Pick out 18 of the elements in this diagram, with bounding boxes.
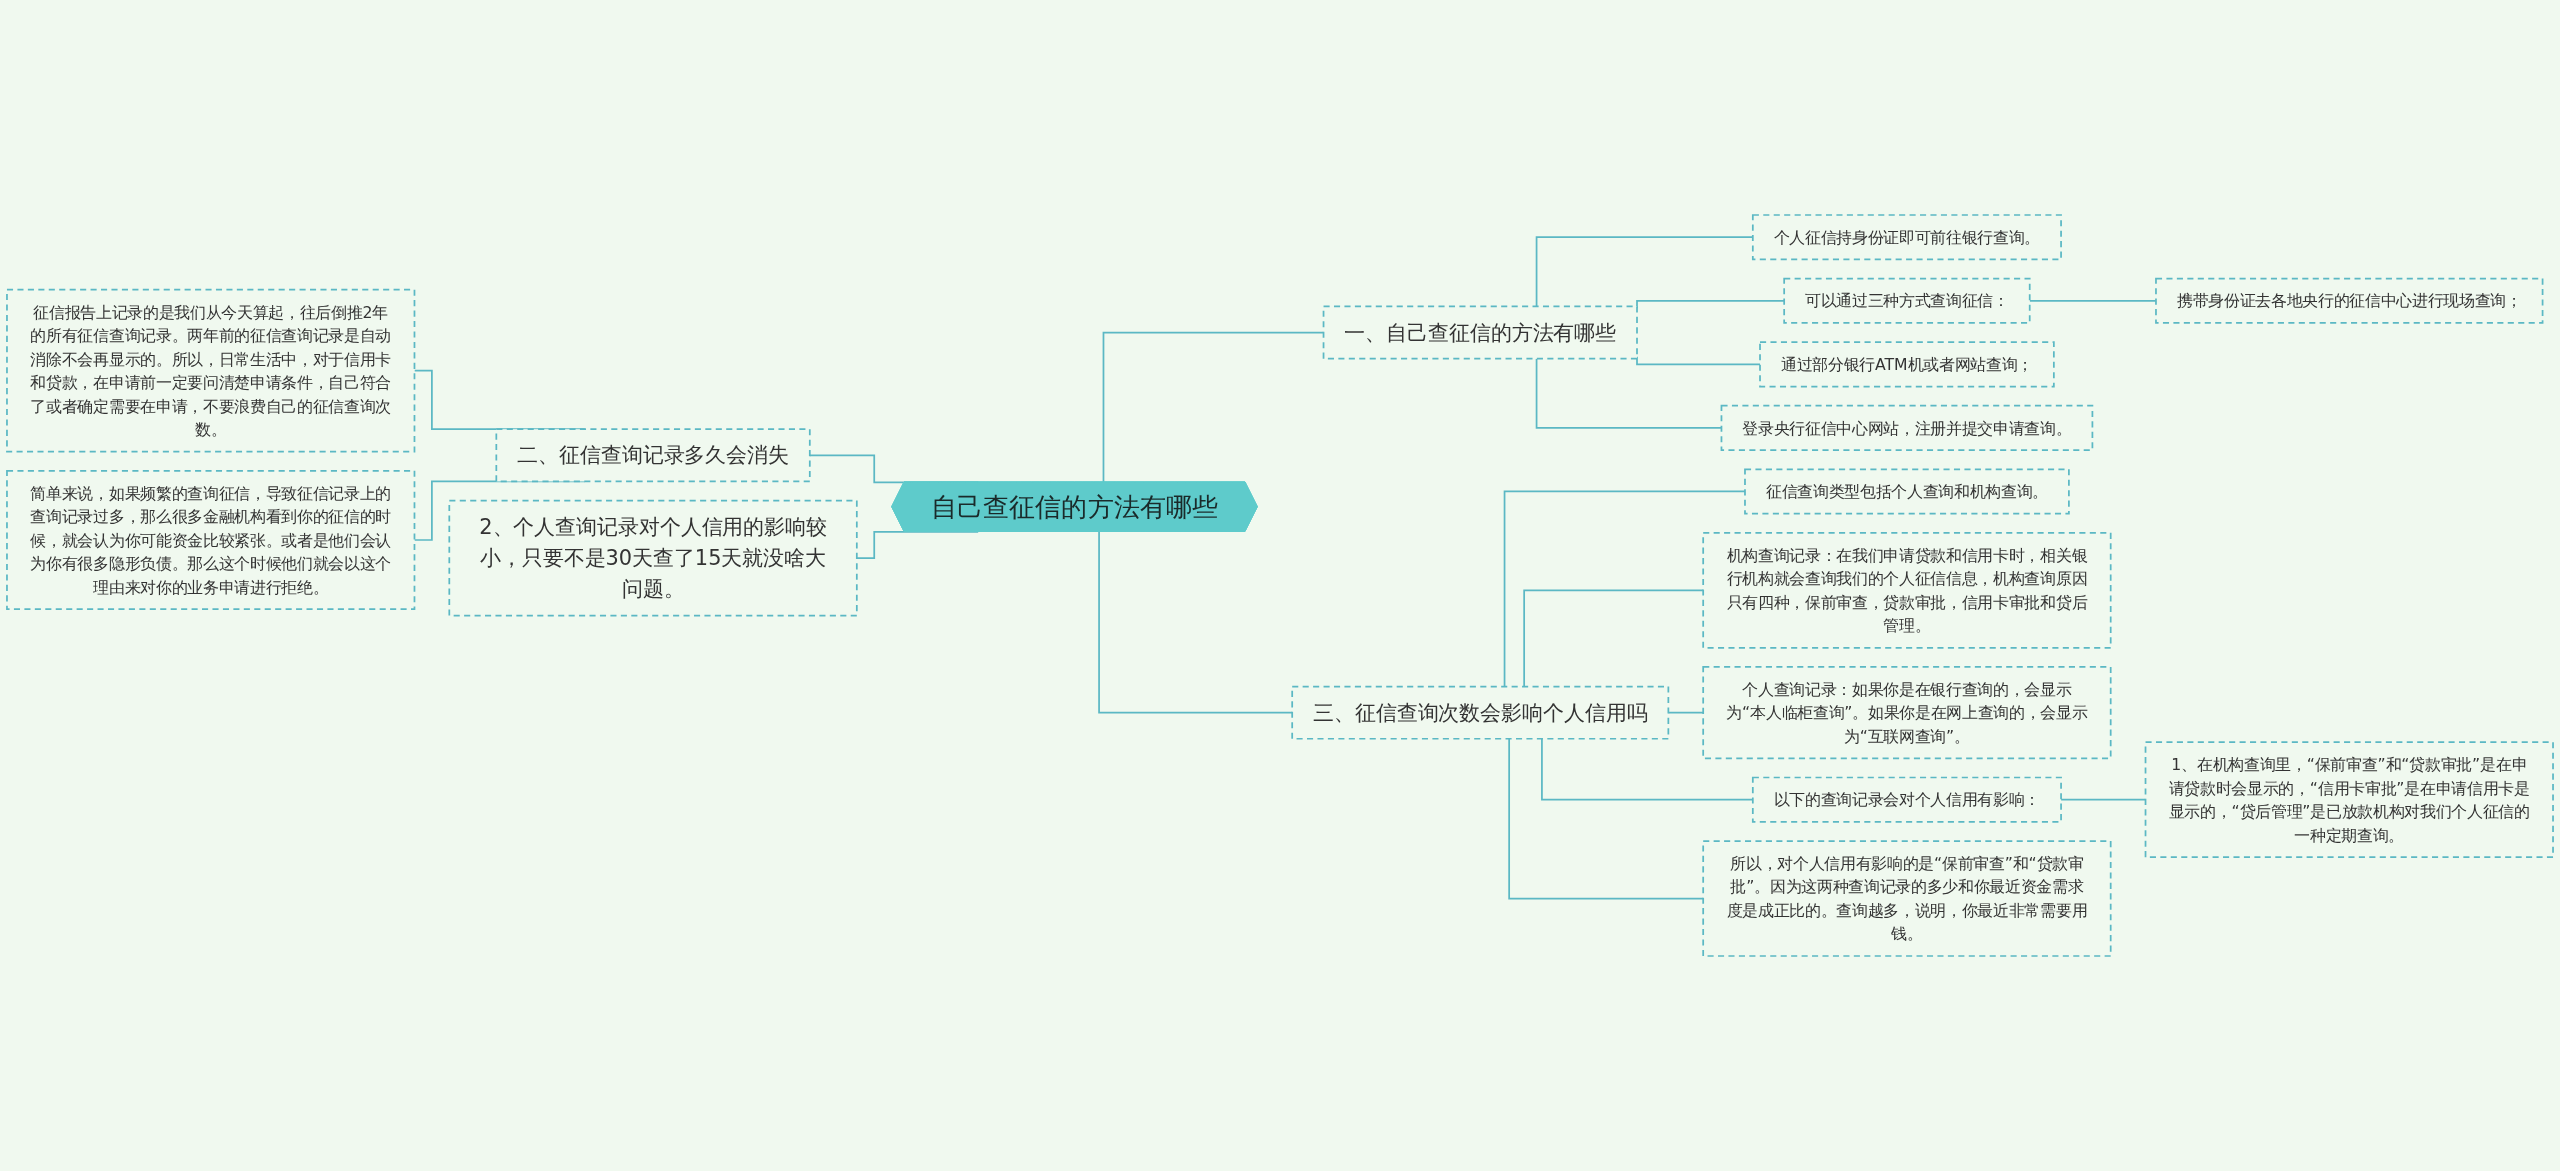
node-box: 个人查询记录：如果你是在银行查询的，会显示为“本人临柜查询”。如果你是在网上查询的，会显示为“互联网查询”。: [1702, 666, 2112, 760]
node-box: 2、个人查询记录对个人信用的影响较小，只要不是30天查了15天就没啥大问题。: [448, 499, 858, 617]
node-box: 征信查询类型包括个人查询和机构查询。: [1744, 468, 2070, 515]
connector: [1636, 355, 1761, 366]
node-box: 通过部分银行ATM机或者网站查询；: [1759, 341, 2055, 388]
node-box: 以下的查询记录会对个人信用有影响：: [1751, 776, 2062, 823]
node-box: 一、自己查征信的方法有哪些: [1322, 305, 1638, 360]
node-box: 1、在机构查询里，“保前审查”和“贷款审批”是在申请贷款时会显示的，“信用卡审批”是在申请信用卡是显示的，“贷后管理”是已放款机构对我们个人征信的一种定期查询。: [2144, 741, 2554, 859]
node-box: 征信报告上记录的是我们从今天算起，往后倒推2年的所有征信查询记录。两年前的征信查询记录是自动消除不会再显示的。所以，日常生活中，对于信用卡和贷款，在申请前一定要问清楚申请条件，自己符合了或者确定需要在申请，不要浪费自己的征信查询次数。: [6, 288, 416, 453]
node-box: 可以通过三种方式查询征信：: [1783, 277, 2031, 324]
node-box: 所以，对个人信用有影响的是“保前审查”和“贷款审批”。因为这两种查询记录的多少和你最近资金需求度是成正比的。查询越多，说明，你最近非常需要用钱。: [1702, 840, 2112, 957]
node-box: 登录央行征信中心网站，注册并提交申请查询。: [1720, 404, 2094, 451]
node-box: 携带身份证去各地央行的征信中心进行现场查询；: [2155, 277, 2544, 324]
node-box: 三、征信查询次数会影响个人信用吗: [1291, 685, 1670, 740]
node-box: 二、征信查询记录多久会消失: [495, 428, 811, 483]
node-box: 简单来说，如果频繁的查询征信，导致征信记录上的查询记录过多，那么很多金融机构看到你的征信的时候，就会认为你可能资金比较紧张。或者是他们会认为你有很多隐形负债。那么这个时候他们就会以这个理由来对你的业务申请进行拒绝。: [6, 469, 416, 611]
node-box: 个人征信持身份证即可前往银行查询。: [1751, 214, 2062, 261]
node-box: 机构查询记录：在我们申请贷款和信用卡时，相关银行机构就会查询我们的个人征信信息，机构查询原因只有四种，保前审查，贷款审批，信用卡审批和贷后管理。: [1702, 531, 2112, 649]
